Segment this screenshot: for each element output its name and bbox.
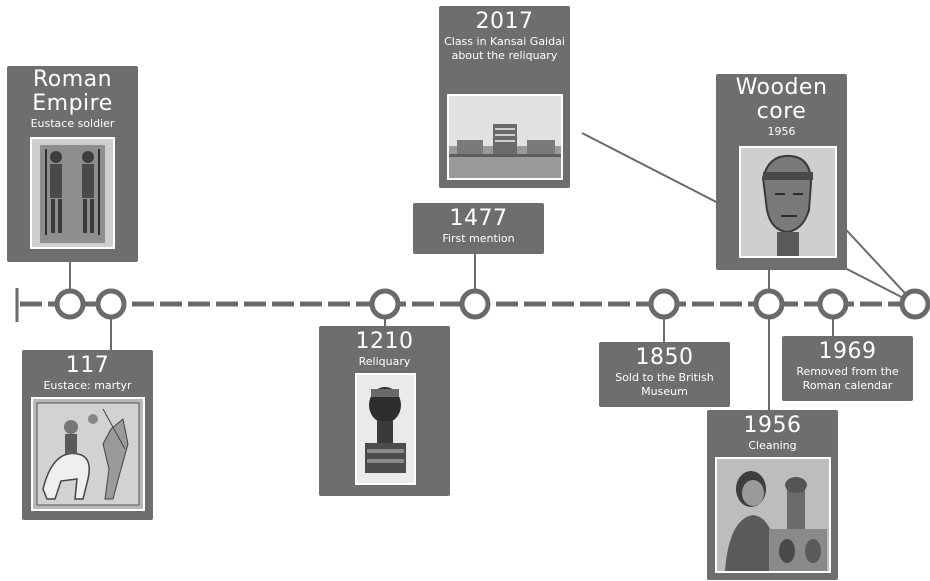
event-year: 117 [22,354,153,378]
event-card-1956: 1956 Cleaning [707,410,838,580]
event-caption: Museum [599,385,730,399]
event-year: Empire [7,92,138,116]
event-card-117: 117 Eustace: martyr [22,350,153,520]
event-year: Roman [7,68,138,92]
event-caption: Cleaning [707,439,838,453]
event-card-1210: 1210 Reliquary [319,326,450,496]
node-2017 [902,291,928,317]
event-year: Wooden [716,76,847,100]
event-card-1969: 1969 Removed from the Roman calendar [782,336,913,401]
event-caption: Roman calendar [782,379,913,393]
event-year: 1850 [599,346,730,370]
reliquary-photo [355,373,416,485]
event-caption: about the reliquary [439,49,570,63]
event-caption: First mention [413,232,544,246]
kansai-gaidai-photo [447,94,563,180]
roman-soldiers-photo [30,137,115,249]
wooden-core-photo [739,146,837,258]
event-year: core [716,100,847,124]
event-caption: Sold to the British [599,371,730,385]
event-card-1477: 1477 First mention [413,203,544,254]
event-year: 1210 [319,330,450,354]
event-card-2017: 2017 Class in Kansai Gaidai about the re… [439,6,570,188]
event-caption: Removed from the [782,365,913,379]
event-year: 2017 [439,10,570,34]
event-caption: Eustace soldier [7,117,138,131]
event-caption: Reliquary [319,355,450,369]
event-caption: Class in Kansai Gaidai [439,35,570,49]
node-1969 [820,291,846,317]
event-card-roman-empire: Roman Empire Eustace soldier [7,66,138,262]
node-roman [57,291,83,317]
node-117 [98,291,124,317]
event-card-wooden-core: Wooden core 1956 [716,74,847,270]
node-wooden [756,291,782,317]
node-1850 [651,291,677,317]
node-1210 [372,291,398,317]
event-year: 1477 [413,207,544,231]
node-1477 [462,291,488,317]
event-caption: Eustace: martyr [22,379,153,393]
event-year: 1969 [782,340,913,364]
event-caption: 1956 [716,125,847,139]
event-year: 1956 [707,414,838,438]
event-card-1850: 1850 Sold to the British Museum [599,342,730,407]
cleaning-photo [715,457,831,573]
eustace-manuscript-photo [31,397,145,511]
